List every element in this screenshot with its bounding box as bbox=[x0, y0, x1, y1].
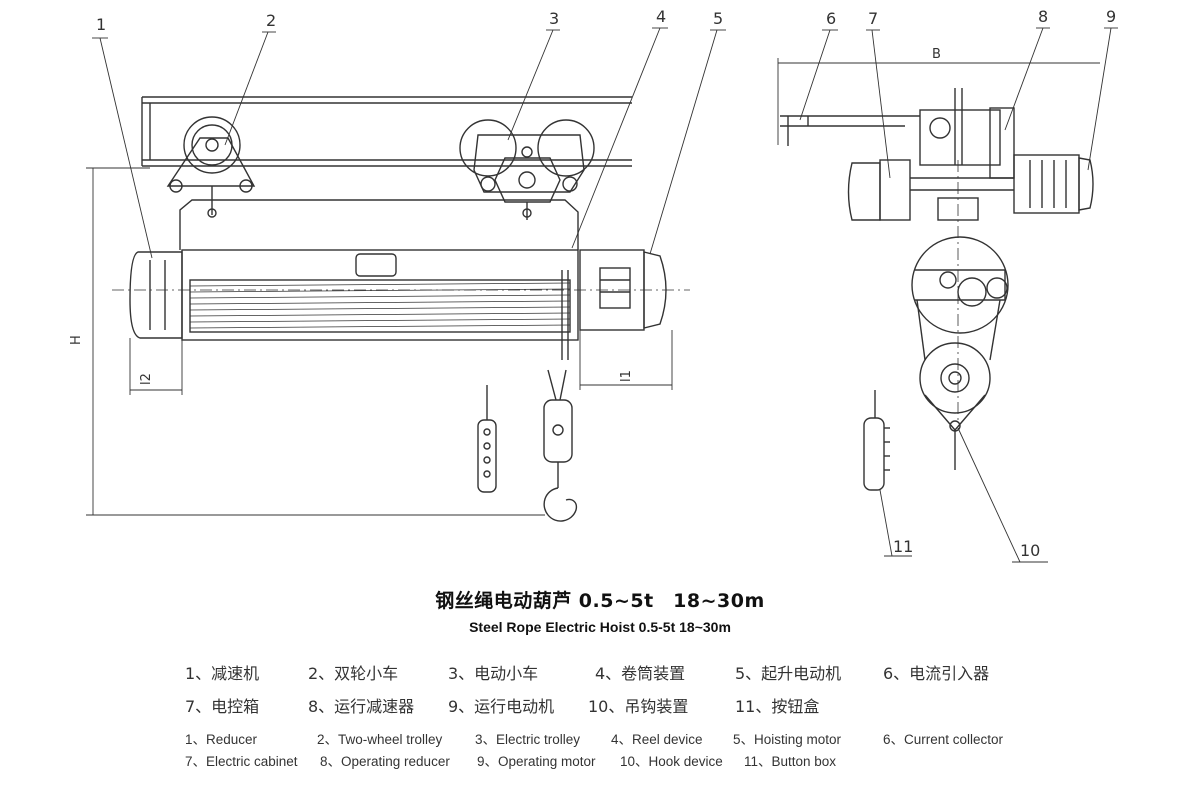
legend-cn-item: 9、运行电动机 bbox=[448, 697, 555, 716]
legend-cn-item: 2、双轮小车 bbox=[308, 664, 399, 683]
title-block: 钢丝绳电动葫芦 0.5~5t 18~30m Steel Rope Electri… bbox=[0, 586, 1200, 635]
callout-2: 2 bbox=[266, 11, 276, 30]
dimension-l1: l1 bbox=[619, 370, 634, 382]
current-collector bbox=[780, 115, 920, 146]
hook-device-front bbox=[543, 369, 578, 522]
legend-en-item: 10、Hook device bbox=[620, 754, 723, 769]
legend-cn-item: 6、电流引入器 bbox=[883, 664, 990, 683]
legend-en-item: 9、Operating motor bbox=[477, 754, 596, 769]
legend-en-item: 7、Electric cabinet bbox=[185, 754, 298, 769]
legend-cn-item: 7、电控箱 bbox=[185, 697, 260, 716]
legend-cn-item: 8、运行减速器 bbox=[308, 697, 415, 716]
legend-cn-item: 4、卷筒装置 bbox=[595, 664, 686, 683]
legend-en-item: 1、Reducer bbox=[185, 732, 258, 747]
legend-en-row-1: 1、Reducer 2、Two-wheel trolley 3、Electric… bbox=[185, 728, 1003, 748]
front-view bbox=[86, 27, 726, 522]
legend-en-item: 6、Current collector bbox=[883, 732, 1004, 747]
legend-cn-row-1: 1、减速机 2、双轮小车 3、电动小车 4、卷筒装置 5、起升电动机 6、电流引… bbox=[185, 660, 989, 684]
callout-11: 11 bbox=[893, 537, 913, 556]
reducer bbox=[129, 251, 183, 339]
legend-cn-item: 1、减速机 bbox=[185, 664, 260, 683]
operating-motor bbox=[1013, 154, 1094, 214]
electric-trolley bbox=[459, 119, 595, 220]
operating-reducer bbox=[989, 107, 1015, 179]
button-box-front bbox=[477, 385, 497, 493]
callout-10: 10 bbox=[1020, 541, 1040, 560]
legend-en-item: 11、Button box bbox=[744, 754, 837, 769]
legend-cn-item: 5、起升电动机 bbox=[735, 664, 842, 683]
callout-5: 5 bbox=[713, 9, 723, 28]
callout-1: 1 bbox=[96, 15, 106, 34]
title-chinese: 钢丝绳电动葫芦 0.5~5t 18~30m bbox=[435, 590, 765, 612]
legend-en-item: 5、Hoisting motor bbox=[733, 732, 842, 747]
legend-cn-item: 11、按钮盒 bbox=[735, 697, 820, 716]
two-wheel-trolley bbox=[166, 116, 256, 218]
legend-en-item: 3、Electric trolley bbox=[475, 732, 581, 747]
callout-4: 4 bbox=[656, 7, 666, 26]
reel-device bbox=[181, 249, 579, 360]
callout-3: 3 bbox=[549, 9, 559, 28]
callout-6: 6 bbox=[826, 9, 836, 28]
i-beam bbox=[141, 96, 632, 167]
legend-cn-item: 3、电动小车 bbox=[448, 664, 539, 683]
dimension-l2: l2 bbox=[139, 373, 154, 385]
callout-9: 9 bbox=[1106, 7, 1116, 26]
legend-en-item: 2、Two-wheel trolley bbox=[317, 732, 443, 747]
legend-cn-row-2: 7、电控箱 8、运行减速器 9、运行电动机 10、吊钩装置 11、按钮盒 bbox=[185, 693, 819, 717]
legend-en-row-2: 7、Electric cabinet 8、Operating reducer 9… bbox=[185, 750, 836, 770]
legend-cn-item: 10、吊钩装置 bbox=[588, 697, 689, 716]
dimension-b: B bbox=[932, 47, 941, 62]
callout-7: 7 bbox=[868, 9, 878, 28]
title-english: Steel Rope Electric Hoist 0.5-5t 18~30m bbox=[469, 619, 731, 635]
side-view bbox=[777, 27, 1118, 563]
hook-device-side bbox=[919, 342, 991, 470]
electric-cabinet bbox=[847, 159, 911, 221]
legend-en-item: 8、Operating reducer bbox=[320, 754, 450, 769]
legend-en-item: 4、Reel device bbox=[611, 732, 703, 747]
dimension-h: H bbox=[69, 335, 84, 345]
callout-8: 8 bbox=[1038, 7, 1048, 26]
button-box-side bbox=[863, 390, 890, 491]
